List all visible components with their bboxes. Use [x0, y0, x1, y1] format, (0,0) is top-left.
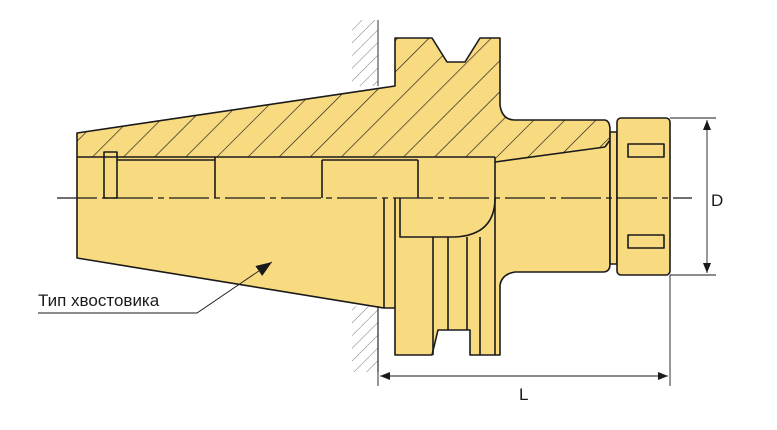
dimension-d: D [670, 117, 723, 276]
spindle-wall [352, 20, 379, 372]
dimension-l-label: L [519, 385, 528, 404]
collet-nut [609, 117, 671, 276]
dimension-d-label: D [711, 191, 723, 210]
holder-body [76, 37, 611, 356]
dimension-l: L [377, 275, 671, 404]
shank-type-label: Тип хвостовика [38, 291, 160, 310]
shank-type-callout: Тип хвостовика [38, 261, 273, 314]
